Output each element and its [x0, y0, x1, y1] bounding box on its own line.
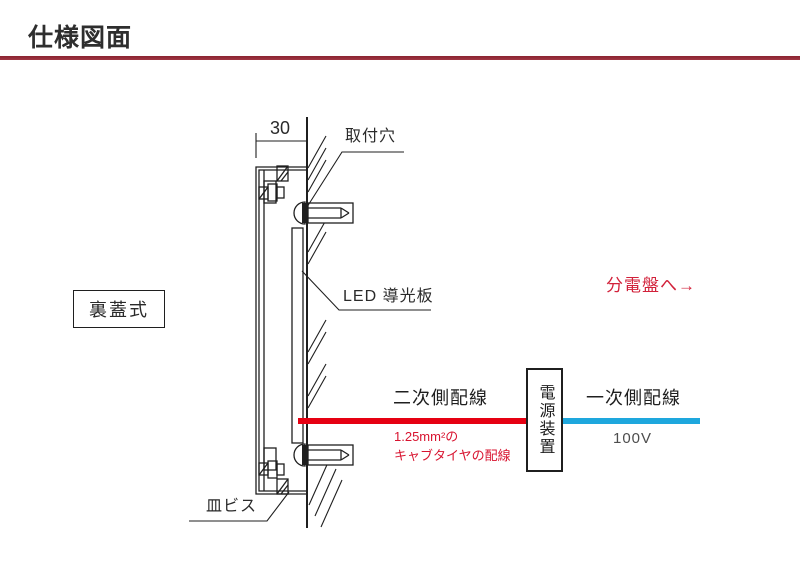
- secondary-wiring-label: 二次側配線: [393, 388, 488, 408]
- model-type-label: 裏蓋式: [89, 300, 149, 320]
- mounting-hole-label: 取付穴: [345, 128, 397, 145]
- primary-wire-line: [563, 418, 700, 424]
- led-plate-label: LED 導光板: [343, 288, 434, 305]
- secondary-cable-note: 1.25mm²の キャブタイヤの配線: [394, 428, 511, 466]
- leader-countersunk-screw: [189, 491, 290, 522]
- bracket-bottom: [258, 447, 285, 479]
- secondary-cable-note-line1: 1.25mm²の: [394, 429, 459, 444]
- title-accent-rule: [0, 56, 800, 60]
- wall-hatch-marks: [307, 135, 343, 528]
- page-title: 仕様図面: [28, 24, 133, 52]
- secondary-cable-note-line2: キャブタイヤの配線: [394, 447, 511, 463]
- leader-mounting-hole: [306, 151, 404, 208]
- mounting-screw-top: [293, 201, 354, 225]
- countersunk-screw-top: [276, 165, 289, 182]
- model-type-box: 裏蓋式: [73, 290, 165, 328]
- primary-voltage-label: 100V: [613, 430, 653, 447]
- countersunk-screw-bottom: [276, 478, 289, 495]
- countersunk-screw-label: 皿ビス: [206, 498, 258, 515]
- power-unit-label: 電源装置: [536, 384, 554, 456]
- led-light-guide-plate: [291, 227, 304, 444]
- primary-wiring-label: 一次側配線: [586, 388, 681, 408]
- bracket-top: [258, 180, 285, 204]
- mounting-screw-bottom: [293, 443, 354, 467]
- dimension-30-label: 30: [269, 118, 291, 138]
- secondary-wire-line: [298, 418, 526, 424]
- power-unit-box: 電源装置: [526, 368, 563, 472]
- leader-led-plate: [301, 270, 431, 311]
- dimension-depth-30: [255, 133, 306, 158]
- distribution-board-note: 分電盤へ→: [606, 276, 696, 295]
